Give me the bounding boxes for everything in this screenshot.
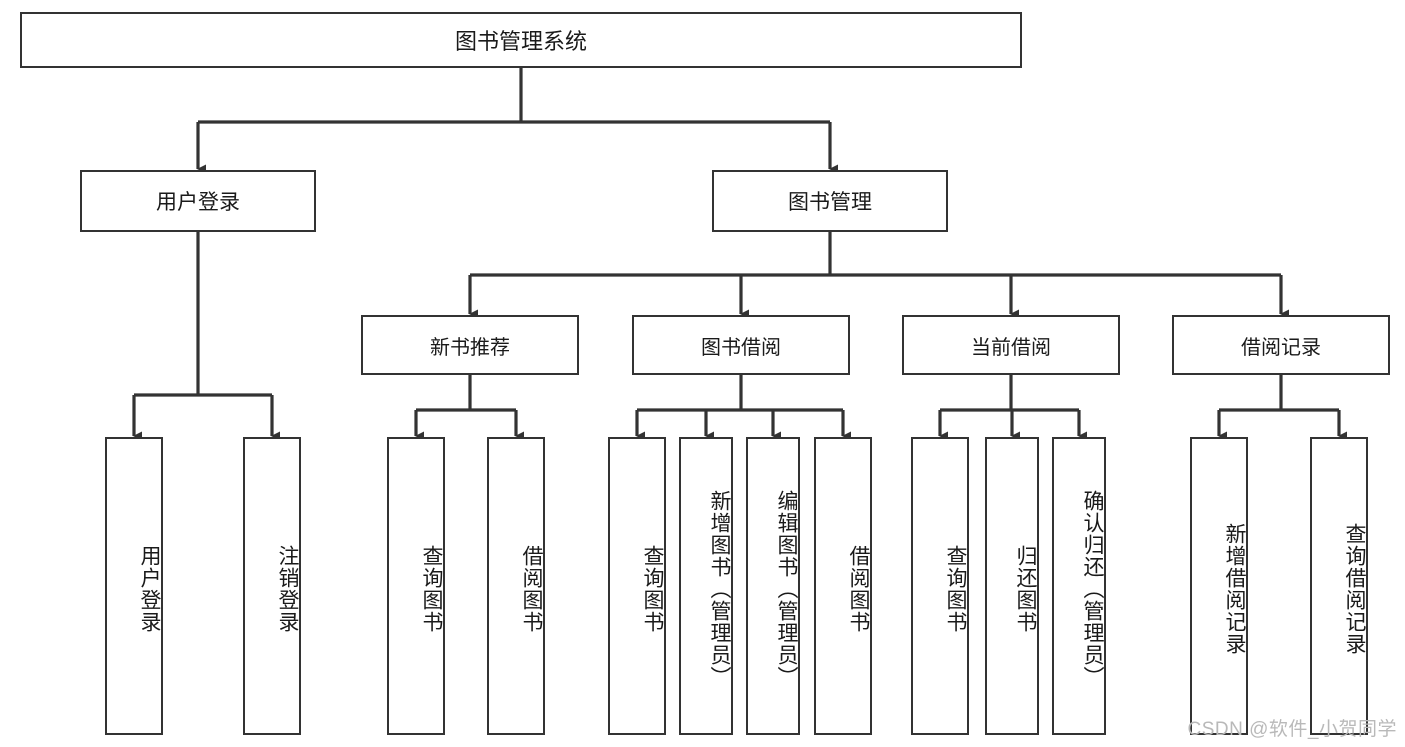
node-label: 用户登录 xyxy=(138,545,161,633)
node-cur-return-book[interactable]: 归还图书 xyxy=(985,437,1039,735)
node-label: 新增借阅记录 xyxy=(1223,523,1246,655)
node-user-login[interactable]: 用户登录 xyxy=(80,170,316,232)
node-label: 查询图书 xyxy=(944,545,967,633)
node-label: 图书管理系统 xyxy=(454,29,587,54)
node-label: 图书管理 xyxy=(788,191,872,214)
node-cur-confirm-return[interactable]: 确认归还（管理员） xyxy=(1052,437,1106,735)
node-borrow-record[interactable]: 借阅记录 xyxy=(1172,315,1390,375)
node-rec-add-record[interactable]: 新增借阅记录 xyxy=(1190,437,1248,735)
node-new-book-rec[interactable]: 新书推荐 xyxy=(361,315,579,375)
node-rec-query-book[interactable]: 查询图书 xyxy=(387,437,445,735)
node-cur-query-book[interactable]: 查询图书 xyxy=(911,437,969,735)
node-label: 注销登录 xyxy=(276,545,299,633)
node-root[interactable]: 图书管理系统 xyxy=(20,12,1022,68)
node-user-logout[interactable]: 注销登录 xyxy=(243,437,301,735)
node-rec-borrow-book[interactable]: 借阅图书 xyxy=(487,437,545,735)
edge-group xyxy=(132,68,1347,441)
node-rec-query-record[interactable]: 查询借阅记录 xyxy=(1310,437,1368,735)
node-label: 用户登录 xyxy=(156,191,240,214)
node-label: 借阅记录 xyxy=(1241,336,1321,359)
node-user-login[interactable]: 用户登录 xyxy=(105,437,163,735)
node-book-manage[interactable]: 图书管理 xyxy=(712,170,948,232)
node-label: 查询图书 xyxy=(641,545,664,633)
node-brw-borrow-book[interactable]: 借阅图书 xyxy=(814,437,872,735)
node-current-borrow[interactable]: 当前借阅 xyxy=(902,315,1120,375)
csdn-watermark: CSDN @软件_小贺同学 xyxy=(1187,719,1397,740)
node-label: 新增图书（管理员） xyxy=(708,490,731,688)
node-brw-edit-book[interactable]: 编辑图书（管理员） xyxy=(746,437,800,735)
node-label: 新书推荐 xyxy=(430,336,510,359)
node-label: 确认归还（管理员） xyxy=(1081,490,1104,688)
node-brw-add-book[interactable]: 新增图书（管理员） xyxy=(679,437,733,735)
node-book-borrow[interactable]: 图书借阅 xyxy=(632,315,850,375)
node-label: 图书借阅 xyxy=(701,336,781,359)
node-label: 查询图书 xyxy=(420,545,443,633)
node-label: 查询借阅记录 xyxy=(1343,523,1366,655)
node-label: 编辑图书（管理员） xyxy=(775,490,798,688)
node-brw-query-book[interactable]: 查询图书 xyxy=(608,437,666,735)
node-label: 当前借阅 xyxy=(971,336,1051,359)
node-label: 借阅图书 xyxy=(847,545,870,633)
node-label: 归还图书 xyxy=(1014,545,1037,633)
node-label: 借阅图书 xyxy=(520,545,543,633)
